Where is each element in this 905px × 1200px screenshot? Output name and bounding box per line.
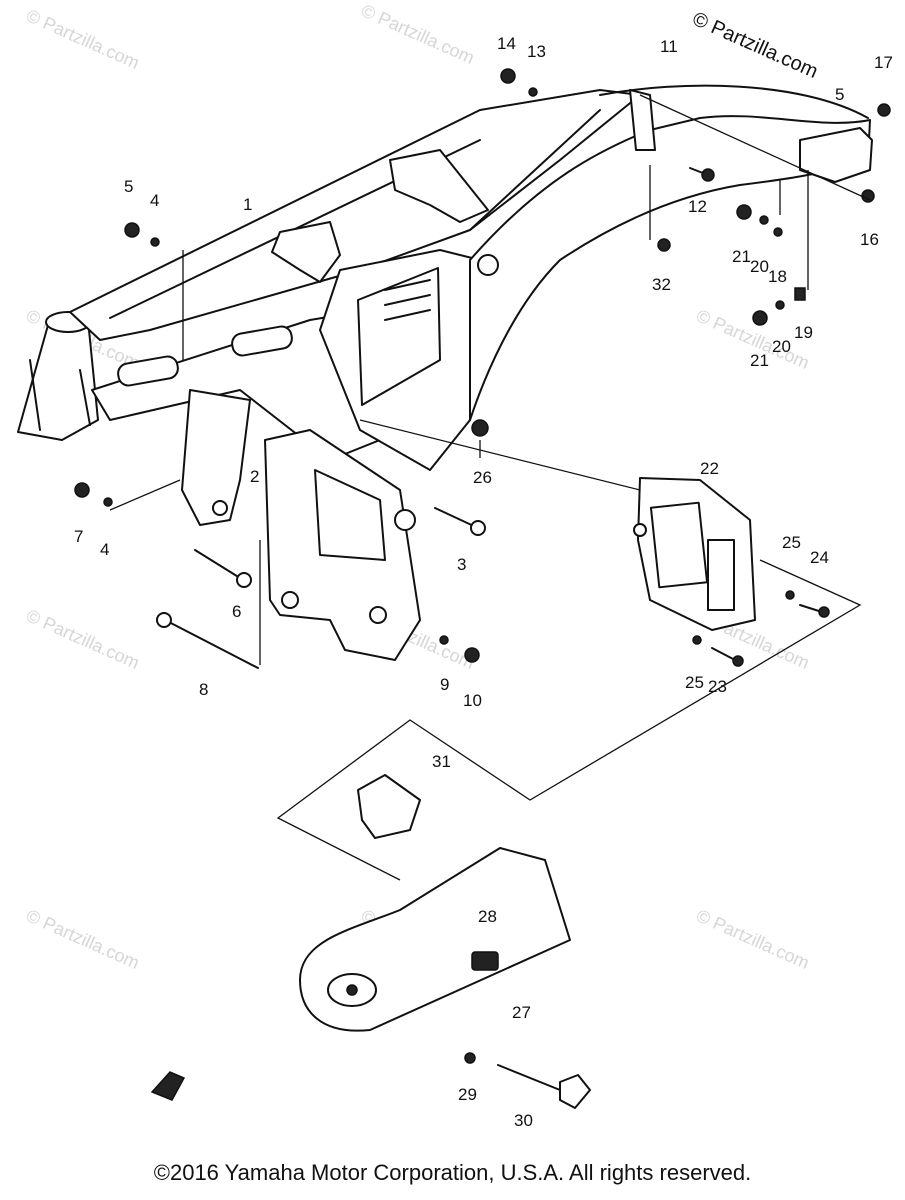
callout-9: 9 <box>440 675 449 694</box>
watermark: © Partzilla.com <box>23 605 142 673</box>
callout-6: 6 <box>232 602 241 621</box>
callout-25: 25 <box>782 533 801 552</box>
callout-2: 2 <box>250 467 259 486</box>
callout-16: 16 <box>860 230 879 249</box>
callout-4: 4 <box>150 191 159 210</box>
hardware-drawing <box>74 68 891 669</box>
callout-23: 23 <box>708 677 727 696</box>
watermark: © Partzilla.com <box>23 5 142 73</box>
callout-18: 18 <box>768 267 787 286</box>
callout-29: 29 <box>458 1085 477 1104</box>
copyright-notice: ©2016 Yamaha Motor Corporation, U.S.A. A… <box>153 1160 752 1185</box>
callout-8: 8 <box>199 680 208 699</box>
callout-19: 19 <box>794 323 813 342</box>
callout-1: 1 <box>243 195 252 214</box>
leader-lines <box>109 94 871 881</box>
callout-17: 17 <box>874 53 893 72</box>
callout-13: 13 <box>527 42 546 61</box>
callout-5b: 5 <box>835 85 844 104</box>
watermark: © Partzilla.com <box>23 905 142 973</box>
callout-11: 11 <box>660 37 678 56</box>
main-frame-drawing <box>17 84 873 661</box>
callout-21: 21 <box>732 247 751 266</box>
callout-5: 5 <box>124 177 133 196</box>
watermark: © Partzilla.com <box>358 0 477 68</box>
callout-30: 30 <box>514 1111 533 1130</box>
bracket-22-drawing <box>633 477 830 667</box>
callout-22: 22 <box>700 459 719 478</box>
callout-10: 10 <box>463 691 482 710</box>
watermark: © Partzilla.com <box>693 905 812 973</box>
callout-7: 7 <box>74 527 83 546</box>
callout-20b: 20 <box>772 337 791 356</box>
callout-31: 31 <box>432 752 451 771</box>
callout-25b: 25 <box>685 673 704 692</box>
callout-26: 26 <box>473 468 492 487</box>
chain-case-drawing <box>150 774 591 1109</box>
callout-24: 24 <box>810 548 829 567</box>
callout-20: 20 <box>750 257 769 276</box>
callout-27: 27 <box>512 1003 531 1022</box>
callout-32: 32 <box>652 275 671 294</box>
callout-4b: 4 <box>100 540 109 559</box>
callout-28: 28 <box>478 907 497 926</box>
callout-3: 3 <box>457 555 466 574</box>
callout-12: 12 <box>688 197 707 216</box>
callouts: 1 2 3 4 4 5 5 6 7 8 9 10 11 12 13 14 16 … <box>74 34 893 1130</box>
callout-14: 14 <box>497 34 516 53</box>
callout-21b: 21 <box>750 351 769 370</box>
